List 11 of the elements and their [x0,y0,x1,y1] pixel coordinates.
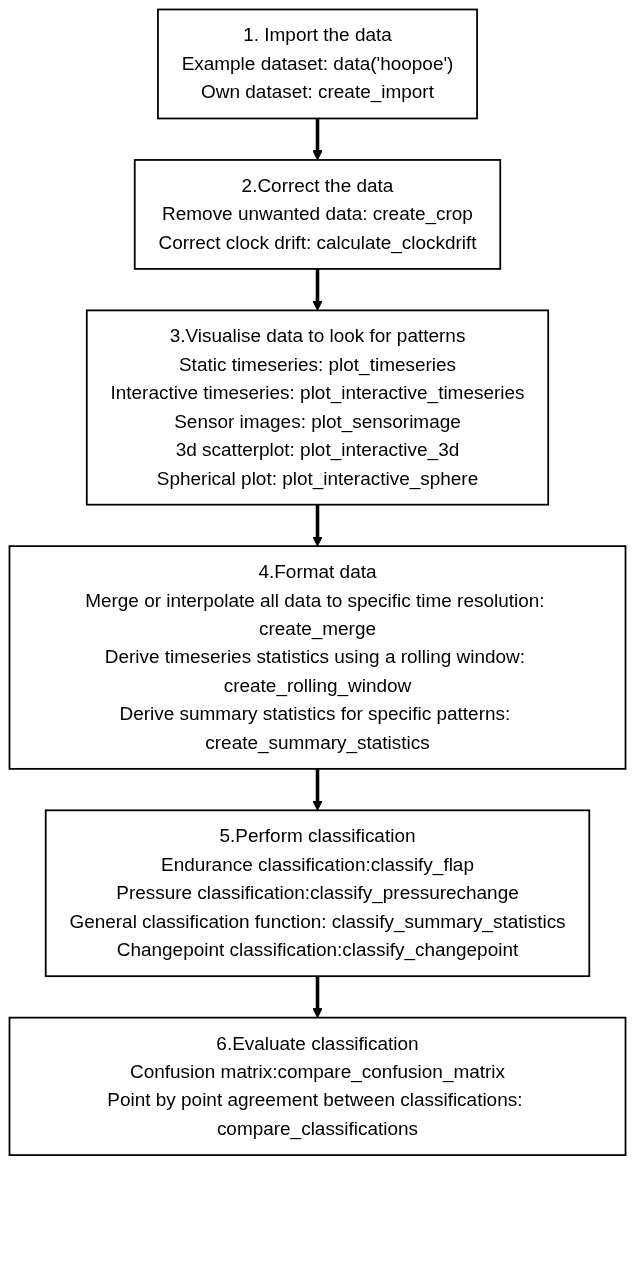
arrow [312,768,323,811]
node-box: 1. Import the data Example dataset: data('hoopoe') Own dataset: create_import [157,8,478,120]
node-box: 4.Format data Merge or interpolate all data to specific time resolution: create_merge Derive timeseries statistics using a rolling window: create_rolling_window Derive summary statistics for specific patterns: create_summary_statistics [8,545,627,770]
node-box: 3.Visualise data to look for patterns Static timeseries: plot_timeseries Interactive timeseries: plot_interactive_timeseries Sensor images: plot_sensorimage 3d scatterplot: plot_interactive_3d Spherical plot: plot_interactive_sphere [85,309,550,506]
node-box: 2.Correct the data Remove unwanted data: create_crop Correct clock drift: calculate_clockdrift [133,159,502,270]
arrow [312,976,323,1019]
node-box: 5.Perform classification Endurance classification:classify_flap Pressure classification:classify_pressurechange General classification function: classify_summary_statistics Changepoint classification:classify_changepoint [44,809,591,978]
arrow [312,118,323,161]
arrow [312,268,323,311]
arrow [312,504,323,547]
node-box: 6.Evaluate classification Confusion matrix:compare_confusion_matrix Point by point agreement between classifications: compare_classifications [8,1016,627,1156]
